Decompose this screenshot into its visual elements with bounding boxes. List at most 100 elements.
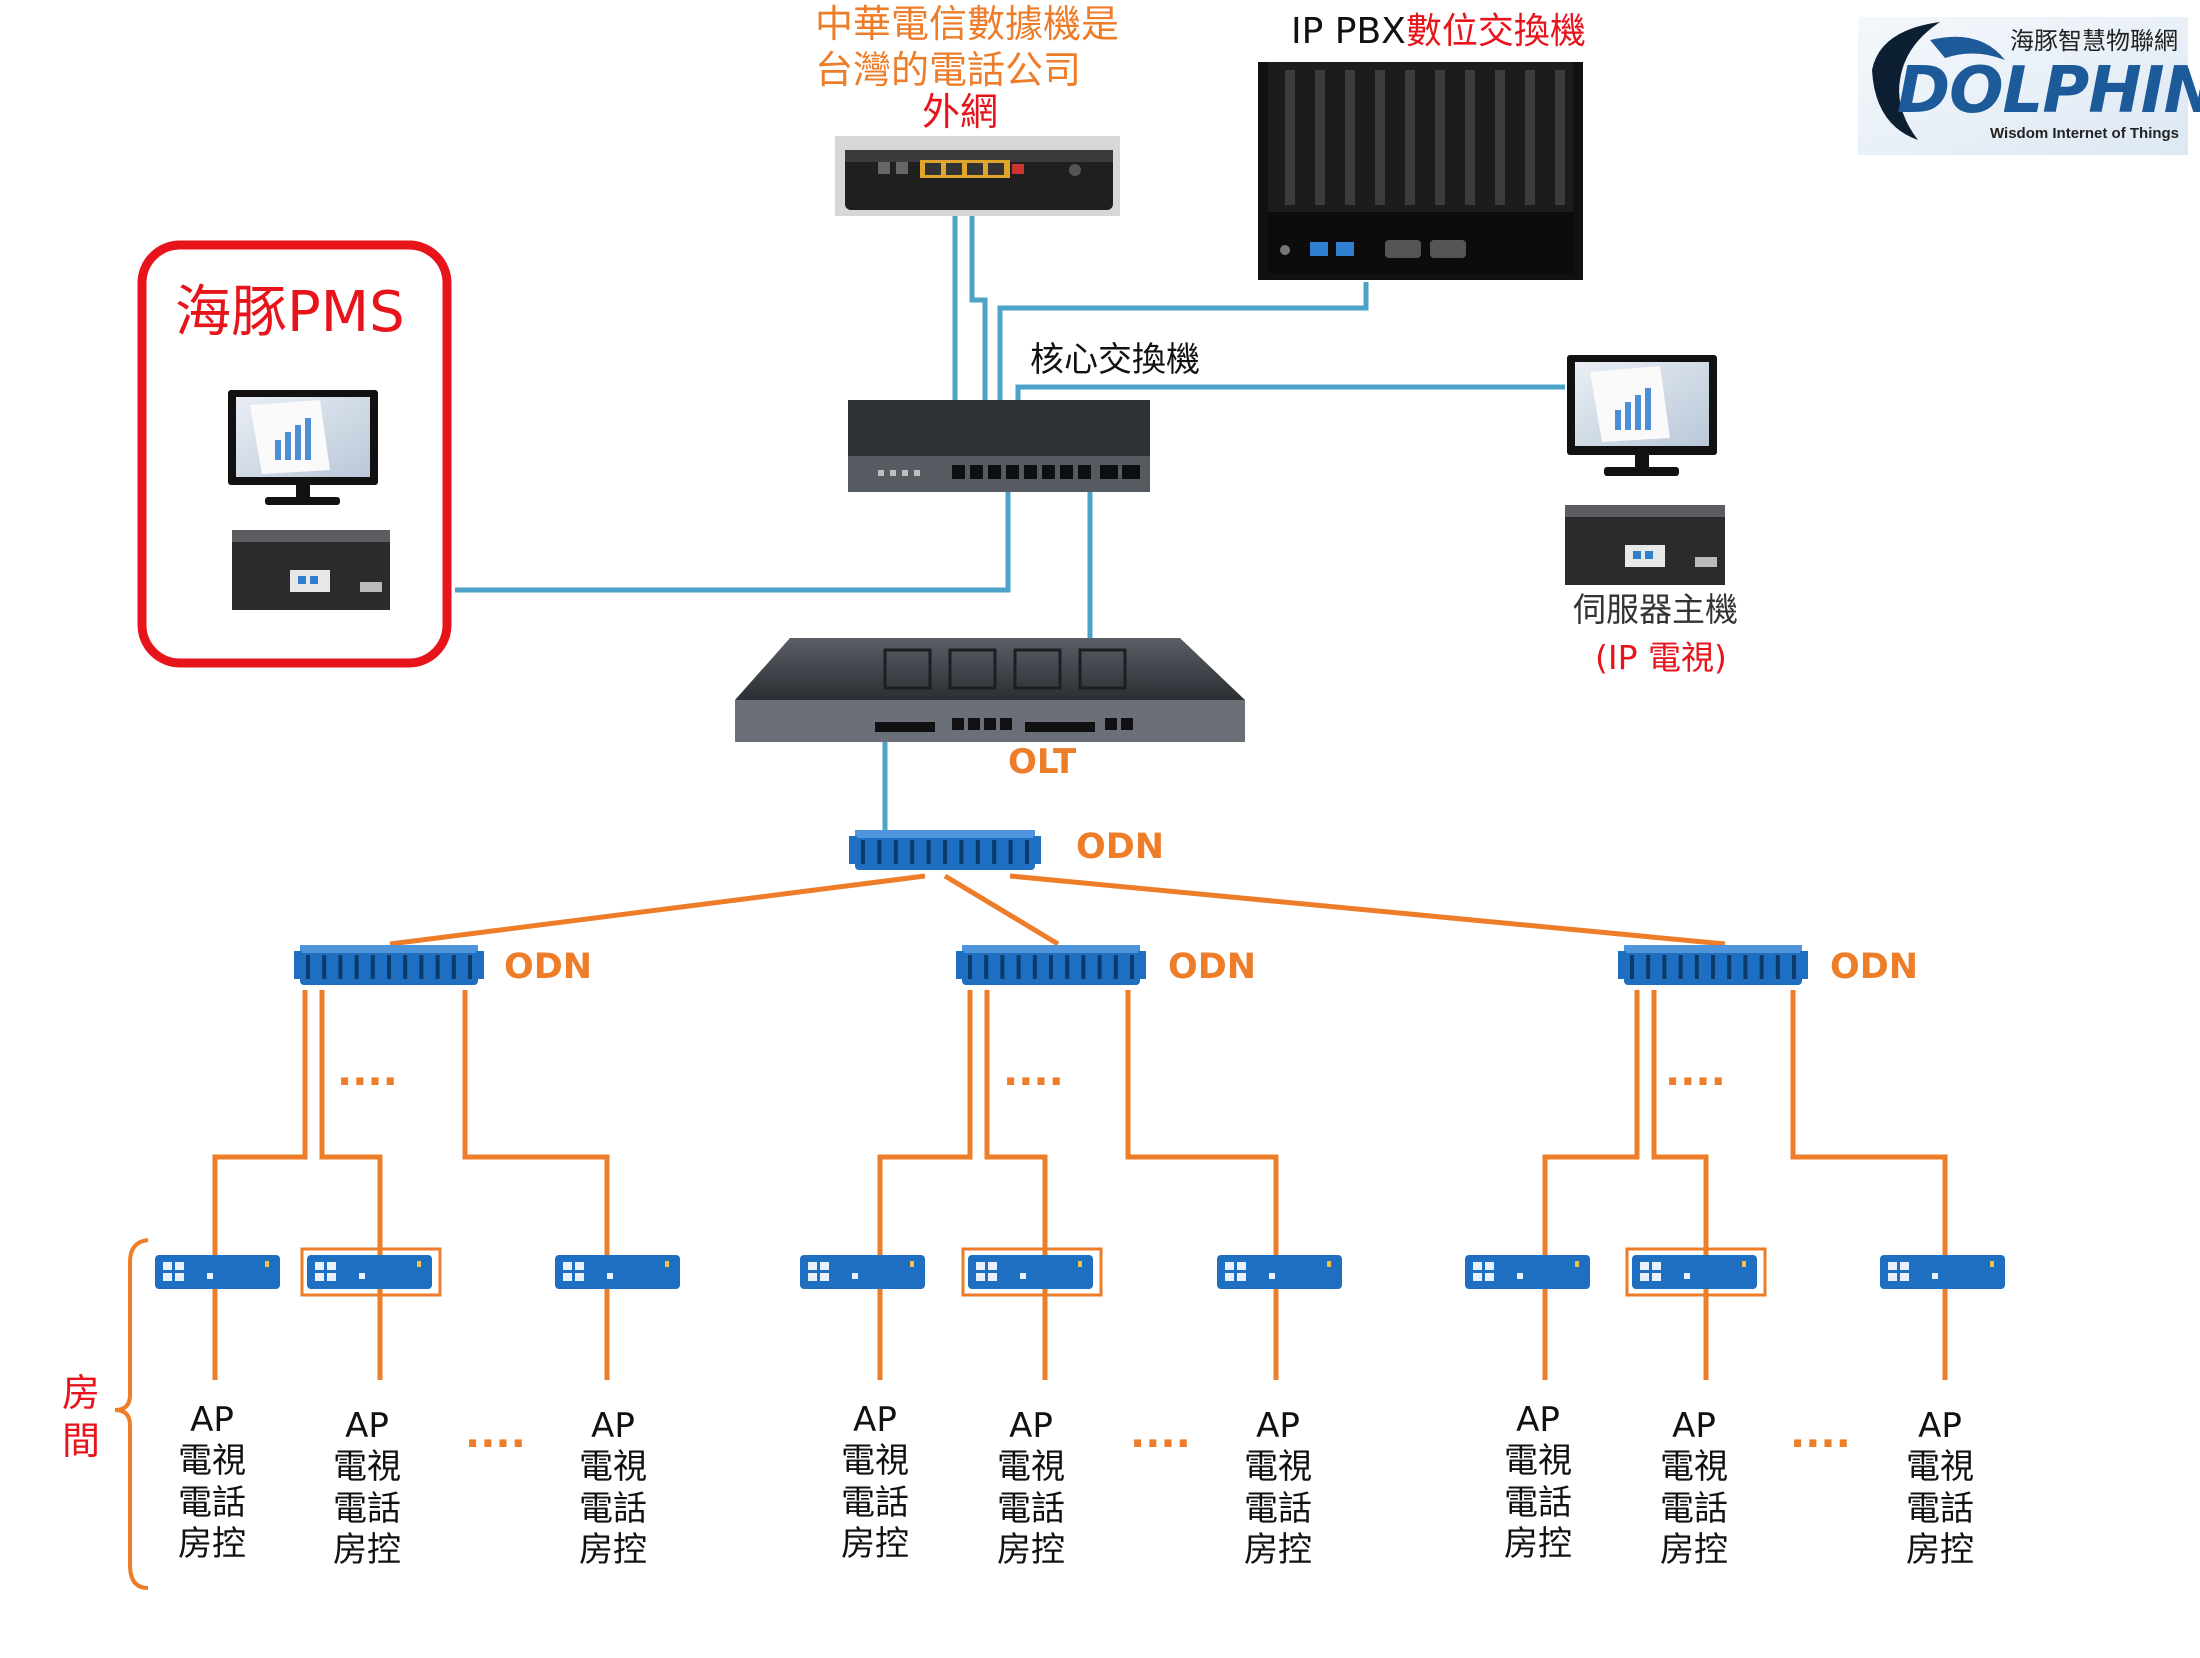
olt-label: OLT <box>1008 742 1077 782</box>
phone-label: 電話 <box>1906 1488 1974 1529</box>
server-label: 伺服器主機 <box>1573 590 1738 629</box>
tv-label: 電視 <box>997 1447 1065 1488</box>
phone-label: 電話 <box>841 1482 909 1523</box>
ap-label: AP <box>1516 1400 1560 1440</box>
dots-room-2: .... <box>1130 1411 1191 1457</box>
fiber-odn-right <box>1009 873 1726 947</box>
tv-label: 電視 <box>1906 1447 1974 1488</box>
ap-label: AP <box>853 1400 897 1440</box>
odn-label-left: ODN <box>504 947 593 987</box>
phone-label: 電話 <box>997 1488 1065 1529</box>
odn-splitters <box>294 830 1808 985</box>
ap-label: AP <box>1009 1406 1053 1446</box>
odn-label-right: ODN <box>1830 947 1919 987</box>
dots-room-3: .... <box>1790 1411 1851 1457</box>
odn-splitter-main <box>849 830 1041 870</box>
carrier-label-line3: 外網 <box>922 90 999 134</box>
tv-label: 電視 <box>178 1441 246 1482</box>
tv-label: 電視 <box>1660 1447 1728 1488</box>
onu-unit <box>155 1255 280 1289</box>
odn-label-center: ODN <box>1168 947 1257 987</box>
link-pms-switch <box>455 475 1011 593</box>
onu-unit <box>1625 1247 1767 1297</box>
room-control-label: 房控 <box>579 1530 647 1571</box>
pms-frame <box>137 240 452 668</box>
onu-unit <box>1465 1255 1590 1289</box>
onu-units <box>155 1247 2005 1297</box>
ap-label: AP <box>345 1406 389 1446</box>
server-sublabel: (IP 電視) <box>1595 638 1727 677</box>
odn-splitter-left <box>294 945 484 985</box>
phone-label: 電話 <box>579 1488 647 1529</box>
onu-unit <box>1880 1255 2005 1289</box>
dots-odn-1: .... <box>337 1049 398 1095</box>
fiber-g3-c <box>1790 990 1948 1380</box>
odn-label-main: ODN <box>1076 827 1165 867</box>
dots-odn-3: .... <box>1665 1049 1726 1095</box>
dots-odn-2: .... <box>1003 1049 1064 1095</box>
onu-unit <box>961 1247 1103 1297</box>
odn-splitter-right <box>1618 945 1808 985</box>
pbx-label-prefix: IP PBX <box>1291 11 1406 52</box>
fiber-g2-c <box>1125 990 1279 1380</box>
core-switch-device <box>848 400 1150 492</box>
fiber-g3-a <box>1542 990 1640 1380</box>
carrier-label-line1: 中華電信數據機是 <box>815 2 1120 46</box>
carrier-label-line2: 台灣的電話公司 <box>815 48 1082 92</box>
room-control-label: 房控 <box>178 1524 246 1565</box>
phone-label: 電話 <box>333 1488 401 1529</box>
ap-label: AP <box>591 1406 635 1446</box>
pbx-label-suffix: 數位交換機 <box>1405 11 1586 52</box>
rooms-bracket <box>114 1238 149 1590</box>
room-control-label: 房控 <box>333 1530 401 1571</box>
room-control-label: 房控 <box>1660 1530 1728 1571</box>
pms-title: 海豚PMS <box>175 280 405 345</box>
phone-label: 電話 <box>1504 1482 1572 1523</box>
phone-label: 電話 <box>1660 1488 1728 1529</box>
ap-label: AP <box>1256 1406 1300 1446</box>
tv-label: 電視 <box>841 1441 909 1482</box>
ap-label: AP <box>1672 1406 1716 1446</box>
fiber-g1-c <box>462 990 610 1380</box>
room-control-label: 房控 <box>841 1524 909 1565</box>
logo-tagline: Wisdom Internet of Things <box>1990 125 2180 142</box>
pbx-device <box>1258 62 1583 280</box>
fiber-odn-left <box>389 873 926 947</box>
logo-name: DOLPHIN <box>1897 54 2200 128</box>
pms-workstation <box>228 390 390 610</box>
link-modem-switch-b <box>969 178 988 470</box>
room-control-label: 房控 <box>997 1530 1065 1571</box>
core-switch-label: 核心交換機 <box>1030 340 1200 380</box>
onu-unit <box>800 1255 925 1289</box>
phone-label: 電話 <box>1244 1488 1312 1529</box>
onu-highlight-frame <box>961 1247 1103 1297</box>
onu-highlight-frame <box>300 1247 442 1297</box>
tv-label: 電視 <box>579 1447 647 1488</box>
rooms-label: 房間 <box>62 1371 101 1463</box>
ap-label: AP <box>1918 1406 1962 1446</box>
onu-unit <box>1217 1255 1342 1289</box>
fiber-odn-center <box>943 873 1060 947</box>
iptv-server <box>1565 355 1725 585</box>
tv-label: 電視 <box>1244 1447 1312 1488</box>
odn-splitter-center <box>956 945 1146 985</box>
pbx-label: IP PBX數位交換機 <box>1291 12 1586 52</box>
room-control-label: 房控 <box>1504 1524 1572 1565</box>
phone-label: 電話 <box>178 1482 246 1523</box>
link-pbx-switch <box>997 282 1369 470</box>
onu-unit <box>555 1255 680 1289</box>
ap-label: AP <box>190 1400 234 1440</box>
onu-unit <box>300 1247 442 1297</box>
logo-chinese: 海豚智慧物聯網 <box>2010 27 2178 55</box>
tv-label: 電視 <box>1504 1441 1572 1482</box>
